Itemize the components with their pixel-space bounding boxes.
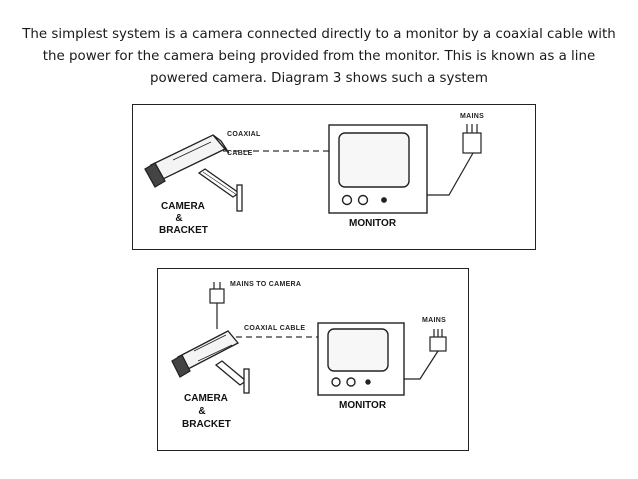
- mains-label: MAINS: [422, 317, 447, 324]
- camera-mains-plug-icon: [209, 282, 225, 304]
- separately-powered-camera-drawing: [171, 282, 447, 396]
- bracket-icon: [214, 360, 250, 394]
- ampersand-label: &: [175, 213, 183, 224]
- mains-to-camera-label: MAINS TO CAMERA: [230, 281, 302, 288]
- camera-label: CAMERA: [184, 393, 228, 404]
- coaxial-cable-label: COAXIAL CABLE: [244, 325, 306, 332]
- cable-label: CABLE: [227, 150, 253, 157]
- mains-label: MAINS: [460, 113, 485, 120]
- ampersand-label: &: [198, 406, 206, 417]
- intro-paragraph: The simplest system is a camera connecte…: [22, 27, 616, 86]
- separately-powered-camera-diagram: MAINS TO CAMERA COAXIAL CABLE MAINS MONI…: [157, 268, 469, 451]
- bracket-label: BRACKET: [182, 419, 231, 430]
- monitor-icon: [317, 322, 405, 396]
- monitor-label: MONITOR: [349, 218, 397, 229]
- line-powered-camera-diagram: COAXIAL CABLE MAINS MONITOR CAMERA & BRA…: [132, 104, 536, 250]
- coaxial-label: COAXIAL: [227, 131, 261, 138]
- camera-icon: [144, 134, 230, 188]
- camera-icon: [171, 330, 240, 378]
- camera-label: CAMERA: [161, 201, 205, 212]
- mains-power-cable: [427, 152, 474, 196]
- mains-plug-icon: [462, 124, 482, 154]
- line-powered-camera-drawing: [144, 124, 482, 214]
- bracket-label: BRACKET: [159, 225, 208, 236]
- mains-plug-icon: [429, 329, 447, 352]
- bracket-icon: [197, 168, 243, 212]
- mains-power-cable: [404, 350, 439, 380]
- monitor-icon: [328, 124, 428, 214]
- monitor-label: MONITOR: [339, 400, 387, 411]
